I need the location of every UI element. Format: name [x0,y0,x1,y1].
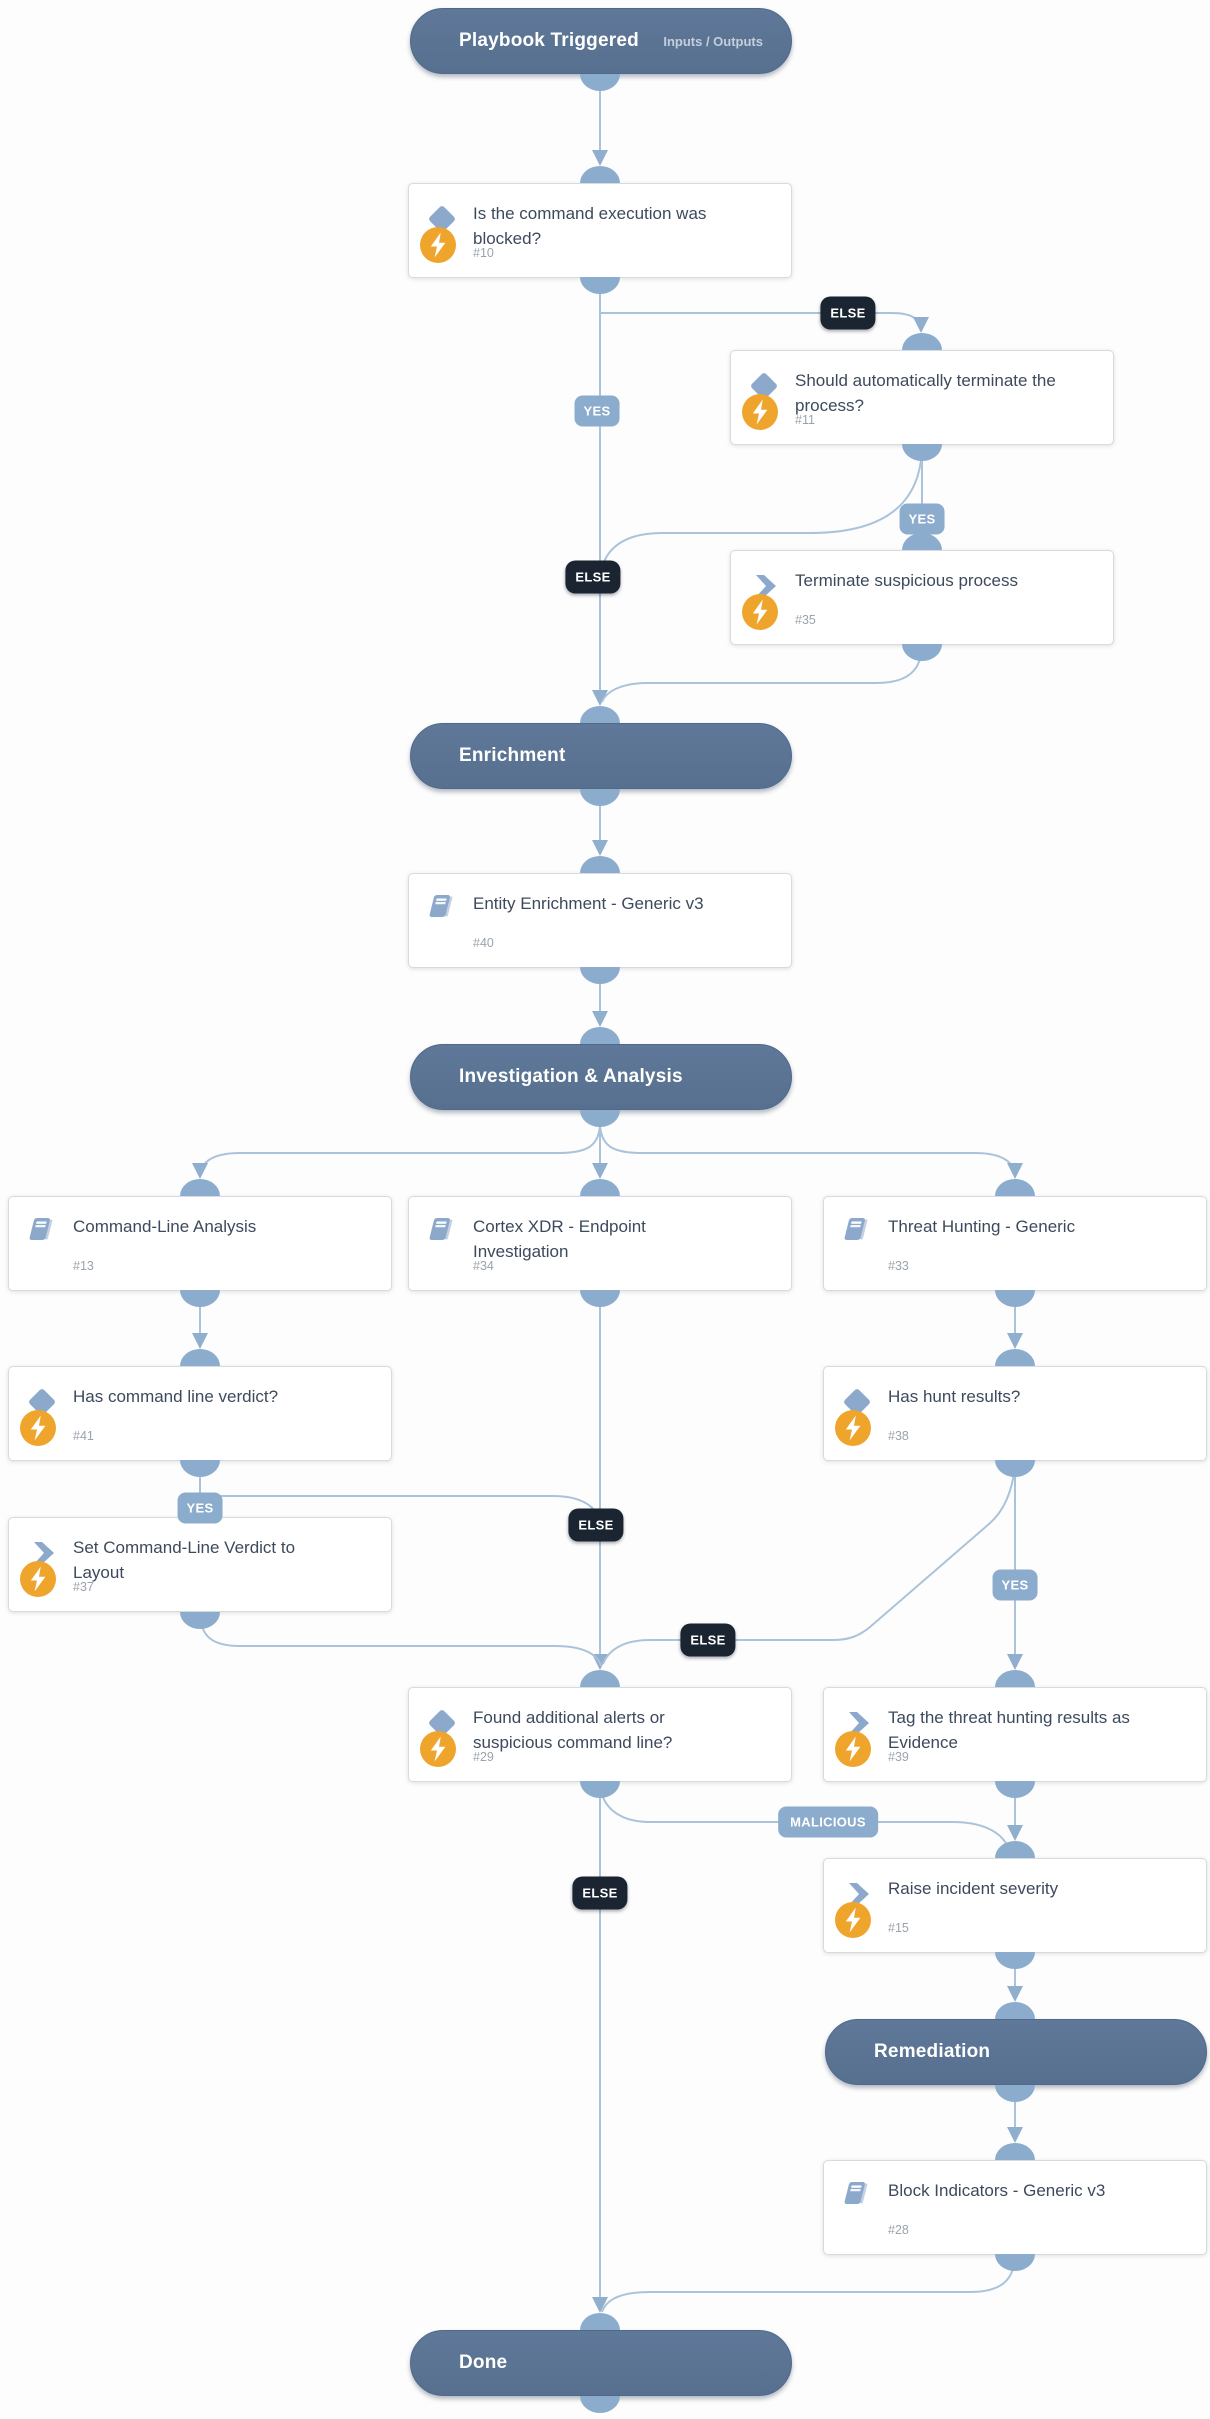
section-title: Enrichment [459,745,566,766]
edge-label-yes-10: YES [574,395,620,427]
section-title: Remediation [874,2041,991,2062]
automation-icon [835,1731,871,1772]
edge-label-yes-11: YES [899,503,945,535]
edge-28-out-merge [601,2253,1016,2313]
task-id: #40 [473,936,494,950]
edge-38-else-merge [602,1465,1016,1665]
section-header-enrichment[interactable]: Enrichment [410,723,792,789]
section-title: Investigation & Analysis [459,1066,683,1087]
task-node-39[interactable]: Tag the threat hunting results as Eviden… [823,1687,1207,1782]
task-title: Has hunt results? [888,1387,1021,1406]
playbook-triggered-node[interactable]: Playbook Triggered Inputs / Outputs [410,8,792,74]
task-title: Cortex XDR - Endpoint Investigation [473,1217,646,1261]
task-id: #13 [73,1259,94,1273]
task-id: #29 [473,1750,494,1764]
task-id: #11 [795,413,815,427]
task-id: #35 [795,613,816,627]
section-header-investigation[interactable]: Investigation & Analysis [410,1044,792,1110]
automation-icon [835,1410,871,1451]
edge-10-else-to-11 [600,312,929,333]
automation-icon [420,1731,456,1772]
playbook-icon [426,1214,458,1249]
task-title: Found additional alerts or suspicious co… [473,1708,673,1752]
task-title: Command-Line Analysis [73,1217,257,1236]
task-node-38[interactable]: Has hunt results? #38 [823,1366,1207,1461]
task-title: Terminate suspicious process [795,571,1018,590]
playbook-icon [841,2178,873,2213]
task-node-33[interactable]: Threat Hunting - Generic #33 [823,1196,1207,1291]
task-title: Is the command execution was blocked? [473,204,707,248]
task-title: Tag the threat hunting results as Eviden… [888,1708,1130,1752]
task-id: #33 [888,1259,909,1273]
task-title: Threat Hunting - Generic [888,1217,1076,1236]
task-node-35[interactable]: Terminate suspicious process #35 [730,550,1114,645]
section-title: Done [459,2352,508,2373]
task-title: Set Command-Line Verdict to Layout [73,1538,296,1582]
edge-35-out-merge [601,643,923,703]
edge-label-yes-38: YES [992,1569,1038,1601]
automation-icon [835,1902,871,1943]
section-header-done[interactable]: Done [410,2330,792,2396]
action-chevron-icon [849,1883,870,1910]
task-node-37[interactable]: Set Command-Line Verdict to Layout #37 [8,1517,392,1612]
task-node-41[interactable]: Has command line verdict? #41 [8,1366,392,1461]
task-title: Block Indicators - Generic v3 [888,2181,1106,2200]
task-node-11[interactable]: Should automatically terminate the proce… [730,350,1114,445]
task-title: Should automatically terminate the proce… [795,371,1056,415]
edge-label-yes-41: YES [177,1492,223,1524]
edge-investigation-to-33 [599,1121,1023,1179]
task-id: #37 [73,1580,94,1594]
playbook-icon [426,891,458,926]
action-chevron-icon [756,575,777,602]
task-title: Entity Enrichment - Generic v3 [473,894,704,913]
playbook-icon [26,1214,58,1249]
edge-37-out-merge [199,1611,602,1667]
automation-icon [20,1410,56,1451]
edge-label-malicious-29: MALICIOUS [778,1806,878,1838]
automation-icon [742,594,778,635]
action-chevron-icon [849,1712,870,1739]
edge-label-else-29: ELSE [572,1876,628,1910]
task-id: #38 [888,1429,909,1443]
edge-investigation-to-13 [192,1121,601,1179]
edge-11-else-merge [601,443,923,569]
action-chevron-icon [34,1542,55,1569]
section-header-remediation[interactable]: Remediation [825,2019,1207,2085]
task-node-29[interactable]: Found additional alerts or suspicious co… [408,1687,792,1782]
edge-label-else-38: ELSE [680,1623,736,1657]
edge-29-malicious-to-15 [599,1780,1008,1846]
playbook-icon [841,1214,873,1249]
task-title: Raise incident severity [888,1879,1059,1898]
task-node-40[interactable]: Entity Enrichment - Generic v3 #40 [408,873,792,968]
edge-label-else-10: ELSE [820,296,876,330]
task-title: Has command line verdict? [73,1387,279,1406]
task-node-34[interactable]: Cortex XDR - Endpoint Investigation #34 [408,1196,792,1291]
task-node-15[interactable]: Raise incident severity #15 [823,1858,1207,1953]
inputs-outputs-button[interactable]: Inputs / Outputs [663,33,763,49]
task-node-28[interactable]: Block Indicators - Generic v3 #28 [823,2160,1207,2255]
task-node-10[interactable]: Is the command execution was blocked? #1… [408,183,792,278]
task-node-13[interactable]: Command-Line Analysis #13 [8,1196,392,1291]
edge-label-else-41: ELSE [568,1508,624,1542]
automation-icon [742,394,778,435]
task-id: #28 [888,2223,909,2237]
task-id: #10 [473,246,494,260]
task-id: #41 [73,1429,94,1443]
task-id: #39 [888,1750,909,1764]
task-id: #15 [888,1921,909,1935]
task-id: #34 [473,1259,494,1273]
automation-icon [20,1561,56,1602]
edge-label-else-11: ELSE [565,560,621,594]
playbook-triggered-title: Playbook Triggered [459,30,639,51]
automation-icon [420,227,456,268]
